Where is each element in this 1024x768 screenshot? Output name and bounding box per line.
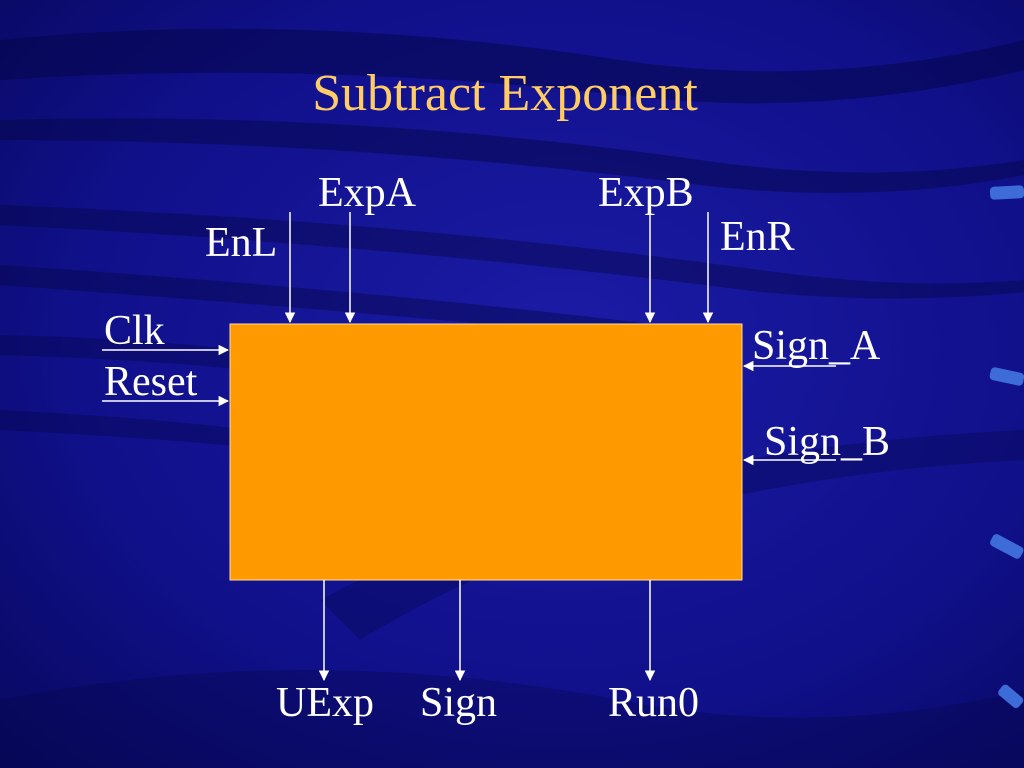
subtract-exponent-block	[229, 323, 743, 581]
expb-label: ExpB	[598, 170, 694, 216]
sign-a-label: Sign_A	[752, 323, 881, 369]
uexp-label: UExp	[276, 680, 374, 726]
enl-label: EnL	[205, 220, 278, 266]
clk-label: Clk	[104, 308, 165, 354]
expa-label: ExpA	[318, 170, 416, 216]
sign-output-label: Sign	[420, 680, 498, 726]
sign-b-label: Sign_B	[764, 419, 891, 465]
reset-label: Reset	[104, 359, 198, 405]
slide-title: Subtract Exponent	[312, 65, 698, 122]
run0-label: Run0	[608, 680, 700, 726]
enr-label: EnR	[720, 214, 795, 260]
